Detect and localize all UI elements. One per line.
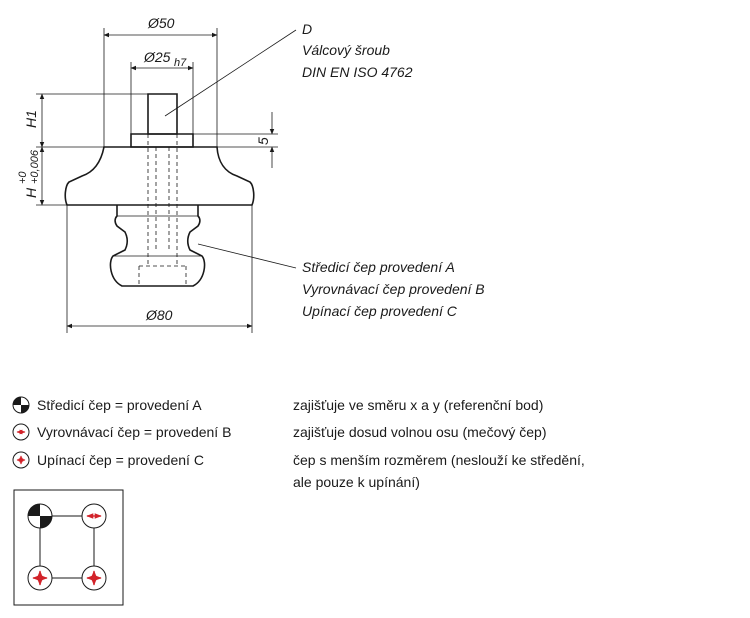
layout-aligning-pin-icon <box>81 503 107 529</box>
dim-h-tol-lower: +0,006 <box>29 149 41 184</box>
dim-d25-tolerance: h7 <box>174 57 187 69</box>
dim-d80: Ø80 <box>66 205 253 333</box>
part-outline <box>64 93 255 287</box>
hidden-screw-lines <box>138 134 187 286</box>
dim-d50: Ø50 <box>103 15 218 147</box>
dim-five-label: 5 <box>255 137 271 145</box>
pin-layout-diagram <box>13 489 124 606</box>
legend: Středicí čep = provedení A zajišťuje ve … <box>12 396 585 490</box>
dim-d25-label: Ø25 <box>143 49 171 65</box>
callout-pin-line1: Středicí čep provedení A <box>302 259 455 275</box>
callout-pin: Středicí čep provedení A Vyrovnávací čep… <box>197 243 485 319</box>
clamping-pin-icon <box>12 451 30 469</box>
callout-screw-line2: DIN EN ISO 4762 <box>302 64 413 80</box>
aligning-pin-icon <box>12 423 30 441</box>
dim-heights: H1 H +0 +0,006 <box>17 93 148 206</box>
callout-pin-line3: Upínací čep provedení C <box>302 303 458 319</box>
dim-h-label: H <box>23 187 39 198</box>
callout-screw: D Válcový šroub DIN EN ISO 4762 <box>164 21 413 117</box>
legend-item-a-desc: zajišťuje ve směru x a y (referenční bod… <box>293 397 543 413</box>
dim-d25: Ø25 h7 <box>130 49 194 134</box>
layout-clamping-pin-icon-left <box>27 565 53 591</box>
callout-pin-line2: Vyrovnávací čep provedení B <box>302 281 485 297</box>
legend-item-c-label: Upínací čep = provedení C <box>37 452 204 468</box>
dim-h-tol-upper: +0 <box>17 171 29 184</box>
legend-item-c-desc: čep s menším rozměrem (neslouží ke střed… <box>293 452 585 468</box>
layout-centering-pin-icon <box>27 503 53 529</box>
centering-pin-icon <box>12 396 30 414</box>
dim-d80-label: Ø80 <box>145 307 173 323</box>
dim-h1-label: H1 <box>23 110 39 128</box>
dim-d50-label: Ø50 <box>147 15 175 31</box>
legend-item-a-label: Středicí čep = provedení A <box>37 397 202 413</box>
dim-five: 5 <box>193 112 278 168</box>
callout-screw-letter: D <box>302 21 312 37</box>
legend-item-c-desc-2: ale pouze k upínání) <box>293 474 420 490</box>
callout-screw-line1: Válcový šroub <box>302 42 390 58</box>
legend-item-b-desc: zajišťuje dosud volnou osu (mečový čep) <box>293 424 547 440</box>
layout-clamping-pin-icon-right <box>81 565 107 591</box>
legend-item-b-label: Vyrovnávací čep = provedení B <box>37 424 231 440</box>
